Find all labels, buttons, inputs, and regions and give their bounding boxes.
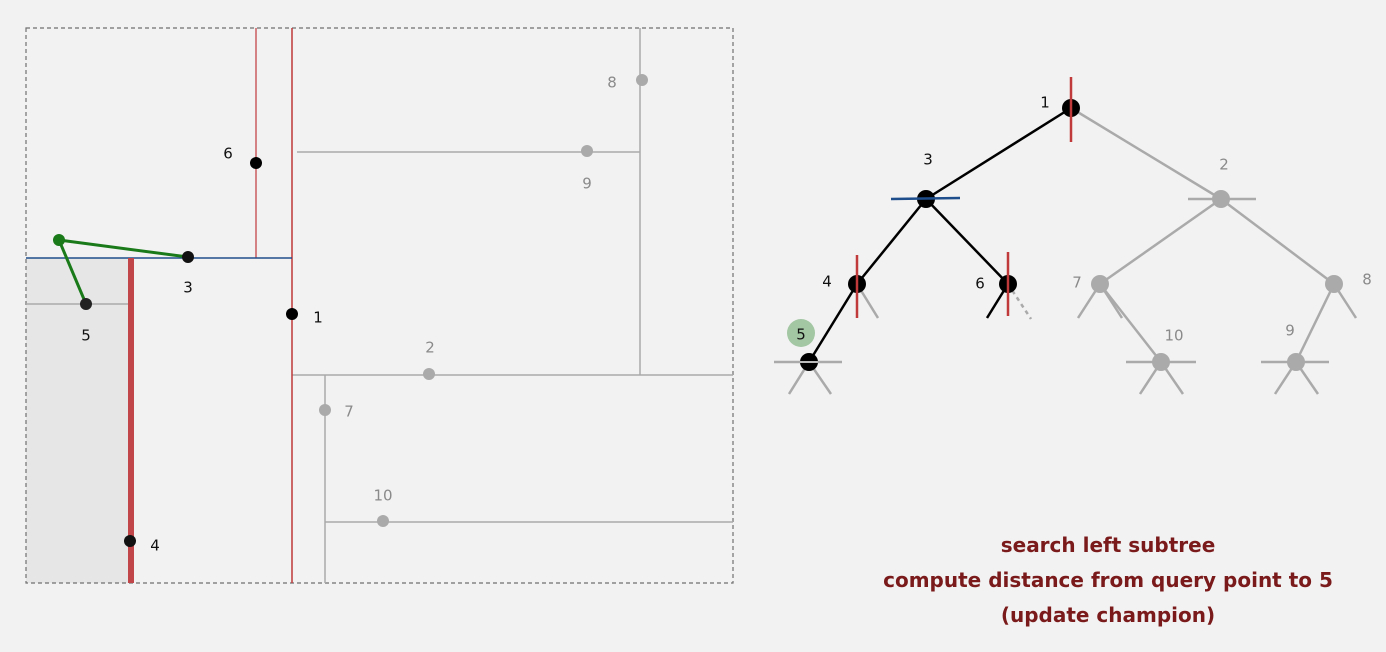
- caption-line-3: (update champion): [1000, 603, 1216, 627]
- edge-1-2: [1070, 106, 1222, 201]
- query-point: [53, 234, 65, 246]
- champion-highlight: [787, 319, 815, 347]
- search-region-shading: [26, 258, 131, 583]
- null-link-stubs: [787, 283, 1358, 395]
- point-label-2: 2: [425, 339, 435, 357]
- caption-line-1: search left subtree: [1000, 533, 1216, 557]
- point-5: [80, 298, 92, 310]
- point-2: [423, 368, 435, 380]
- edge-8-9: [1294, 283, 1336, 363]
- node-label-10: 10: [1164, 327, 1183, 345]
- point-label-9: 9: [582, 175, 592, 193]
- tree-node-8: [1325, 275, 1343, 293]
- tree-node-10: [1152, 353, 1170, 371]
- node-label-6: 6: [975, 275, 985, 293]
- node-label-7: 7: [1072, 274, 1082, 292]
- point-label-10: 10: [373, 487, 392, 505]
- unexplored-link-6-right: [1006, 283, 1033, 320]
- node-label-8: 8: [1362, 271, 1372, 289]
- node-label-9: 9: [1285, 322, 1295, 340]
- edge-4-5: [807, 283, 859, 363]
- point-6: [250, 157, 262, 169]
- query-distance-to-3: [58, 238, 189, 259]
- step-caption: search left subtree compute distance fro…: [830, 528, 1386, 633]
- plane-panel: 1 2 3 4 5 6 7 8 9 10: [25, 27, 734, 584]
- edge-7-10: [1099, 283, 1162, 363]
- node-label-4: 4: [822, 273, 832, 291]
- edge-2-7: [1099, 197, 1222, 286]
- point-9: [581, 145, 593, 157]
- point-10: [377, 515, 389, 527]
- point-label-7: 7: [344, 403, 354, 421]
- node-label-1: 1: [1040, 94, 1050, 112]
- point-label-6: 6: [223, 145, 233, 163]
- point-label-5: 5: [81, 327, 91, 345]
- plane-border: [25, 27, 734, 584]
- edge-3-6: [925, 198, 1009, 285]
- point-3: [182, 251, 194, 263]
- caption-line-2: compute distance from query point to 5: [883, 568, 1333, 592]
- point-label-4: 4: [150, 537, 160, 555]
- tree-node-2: [1212, 190, 1230, 208]
- tree-node-9: [1287, 353, 1305, 371]
- node-label-2: 2: [1219, 156, 1229, 174]
- split-marker-3: [890, 196, 961, 201]
- point-8: [636, 74, 648, 86]
- tree-panel: 1 3 2 4 6 7 8 5 10 9: [774, 77, 1372, 395]
- point-7: [319, 404, 331, 416]
- point-label-3: 3: [183, 279, 193, 297]
- query-distance-to-5: [57, 239, 88, 305]
- tree-node-7: [1091, 275, 1109, 293]
- edge-3-4: [856, 198, 927, 285]
- point-4: [124, 535, 136, 547]
- point-label-1: 1: [313, 309, 323, 327]
- node-label-5: 5: [796, 326, 806, 344]
- edge-1-3: [925, 106, 1072, 201]
- edge-2-8: [1220, 198, 1335, 285]
- point-1: [286, 308, 298, 320]
- point-label-8: 8: [607, 74, 617, 92]
- node-label-3: 3: [923, 151, 933, 169]
